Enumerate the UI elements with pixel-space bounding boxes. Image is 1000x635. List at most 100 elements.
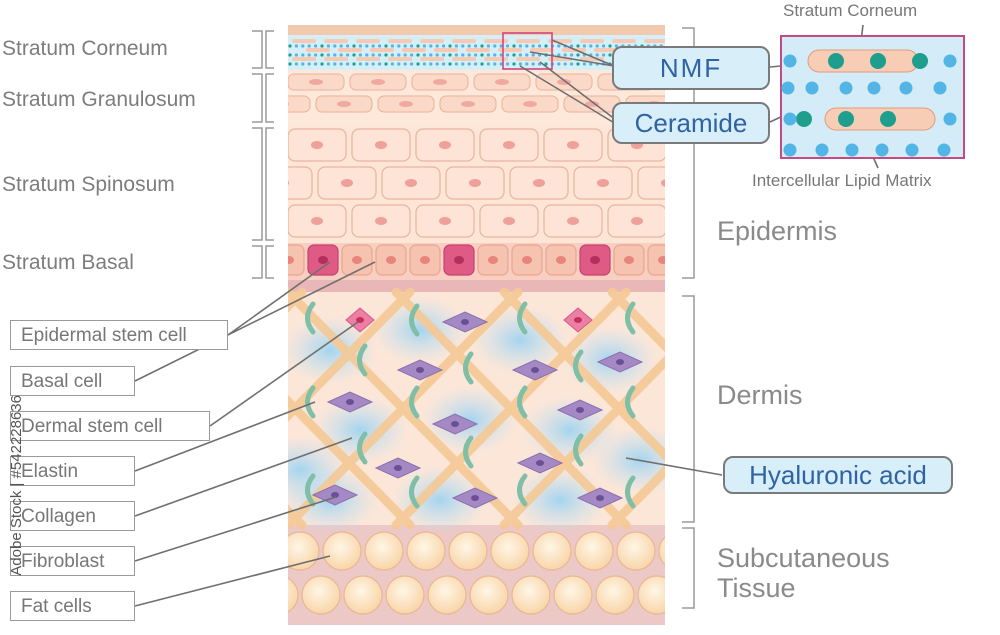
- lipid-dot: [403, 62, 407, 66]
- lipid-dot: [390, 62, 394, 66]
- box-dermal-stem-cell: Dermal stem cell: [10, 411, 210, 441]
- elastin-fiber: [305, 385, 316, 419]
- inset-lipid: [781, 81, 795, 95]
- lipid-dot: [333, 62, 337, 66]
- collagen-fibers: [288, 287, 665, 530]
- elastin-fiber: [305, 301, 316, 335]
- corneum-zoom-box: [502, 32, 553, 70]
- lipid-dot: [378, 44, 382, 48]
- corneum-top-band: [288, 25, 665, 35]
- spinous-nucleus: [247, 217, 259, 225]
- lipid-dot: [346, 53, 350, 57]
- lipid-dot: [525, 62, 529, 66]
- elastin-fiber: [573, 433, 584, 467]
- inset-nmf: [912, 53, 928, 69]
- granular-cell: [288, 95, 311, 113]
- region-brackets: [682, 27, 695, 609]
- elastin-fiber: [517, 385, 528, 419]
- lipid-dot: [474, 53, 478, 57]
- lipid-dot: [531, 44, 535, 48]
- lipid-dot: [467, 62, 471, 66]
- collagen-fiber: [288, 287, 415, 422]
- cell-nucleus: [471, 495, 479, 501]
- lipid-dot: [493, 44, 497, 48]
- spinous-nucleus: [247, 141, 259, 149]
- bracket: [265, 73, 274, 123]
- lipid-dot: [531, 62, 535, 66]
- corneocyte: [388, 57, 412, 61]
- cell-nucleus: [576, 407, 584, 413]
- spinous-nucleus: [439, 217, 451, 225]
- spinous-nucleus: [597, 179, 609, 187]
- basal-nucleus: [556, 256, 566, 264]
- elastin-fiber: [463, 351, 474, 385]
- fat-cell: [239, 532, 277, 570]
- inset-lipid: [783, 143, 797, 157]
- inset-lipid: [933, 81, 947, 95]
- leader-line: [134, 555, 331, 607]
- spinous-cell: [637, 166, 665, 200]
- basal-nucleus: [658, 256, 665, 264]
- lipid-dot: [307, 62, 311, 66]
- lipid-dot: [346, 44, 350, 48]
- lipid-dot: [378, 53, 382, 57]
- basal-nucleus: [288, 256, 294, 264]
- lipid-dot: [410, 62, 414, 66]
- lipid-dot: [525, 44, 529, 48]
- lipid-dot: [493, 62, 497, 66]
- lipid-dot: [442, 44, 446, 48]
- label-subcutaneous-line1: Subcutaneous: [717, 543, 890, 573]
- lipid-dot: [570, 53, 574, 57]
- granular-nucleus: [495, 79, 509, 85]
- leader-line: [134, 261, 376, 382]
- layer-brackets: [252, 30, 274, 279]
- lipid-dot: [557, 53, 561, 57]
- inset-title: Stratum Corneum: [783, 1, 918, 20]
- bracket: [252, 127, 263, 241]
- lipid-dot: [333, 53, 337, 57]
- cell-nucleus: [394, 465, 402, 471]
- cell-nucleus: [531, 367, 539, 373]
- cell-nucleus: [356, 317, 364, 323]
- label-stratum-spinosum: Stratum Spinosum: [2, 173, 175, 196]
- lipid-dot: [371, 44, 375, 48]
- basal-nucleus: [522, 256, 532, 264]
- label-stratum-granulosum: Stratum Granulosum: [2, 88, 196, 111]
- corneocyte: [644, 39, 665, 43]
- inset-lipid: [899, 81, 913, 95]
- lipid-dot: [486, 53, 490, 57]
- lipid-dot: [410, 44, 414, 48]
- leader-line: [519, 65, 617, 125]
- lipid-dot: [595, 44, 599, 48]
- leader-line: [551, 39, 615, 67]
- hyaluronic-acid: [288, 316, 378, 384]
- cell-nucleus: [451, 421, 459, 427]
- corneocyte: [452, 39, 476, 43]
- lipid-dot: [582, 62, 587, 66]
- inset-lipid: [839, 81, 853, 95]
- corneocyte: [612, 39, 636, 43]
- spinous-nucleus: [341, 179, 353, 187]
- fat-cell: [658, 536, 665, 566]
- inset-lipid: [937, 143, 951, 157]
- bracket: [682, 527, 695, 609]
- cell-nucleus: [346, 399, 354, 405]
- lipid-dot: [314, 62, 318, 66]
- lipid-dot: [365, 44, 369, 48]
- corneocyte: [466, 48, 490, 52]
- spinous-nucleus: [631, 217, 643, 225]
- label-stratum-corneum: Stratum Corneum: [2, 37, 168, 60]
- box-fat-cells: Fat cells: [10, 591, 135, 621]
- lipid-dot: [563, 62, 567, 66]
- corneocyte: [292, 39, 316, 43]
- lipid-dot: [429, 44, 433, 48]
- lipid-dot: [390, 53, 394, 57]
- lipid-dot: [339, 62, 343, 66]
- inset-lipid: [905, 143, 919, 157]
- watermark-text: Adobe Stock | #542228636: [8, 395, 25, 576]
- lipid-dot: [333, 44, 337, 48]
- lipid-dot: [435, 53, 439, 57]
- lipid-dot: [288, 62, 292, 66]
- box-epidermal-stem-cell: Epidermal stem cell: [10, 320, 228, 350]
- lipid-dot: [352, 62, 356, 66]
